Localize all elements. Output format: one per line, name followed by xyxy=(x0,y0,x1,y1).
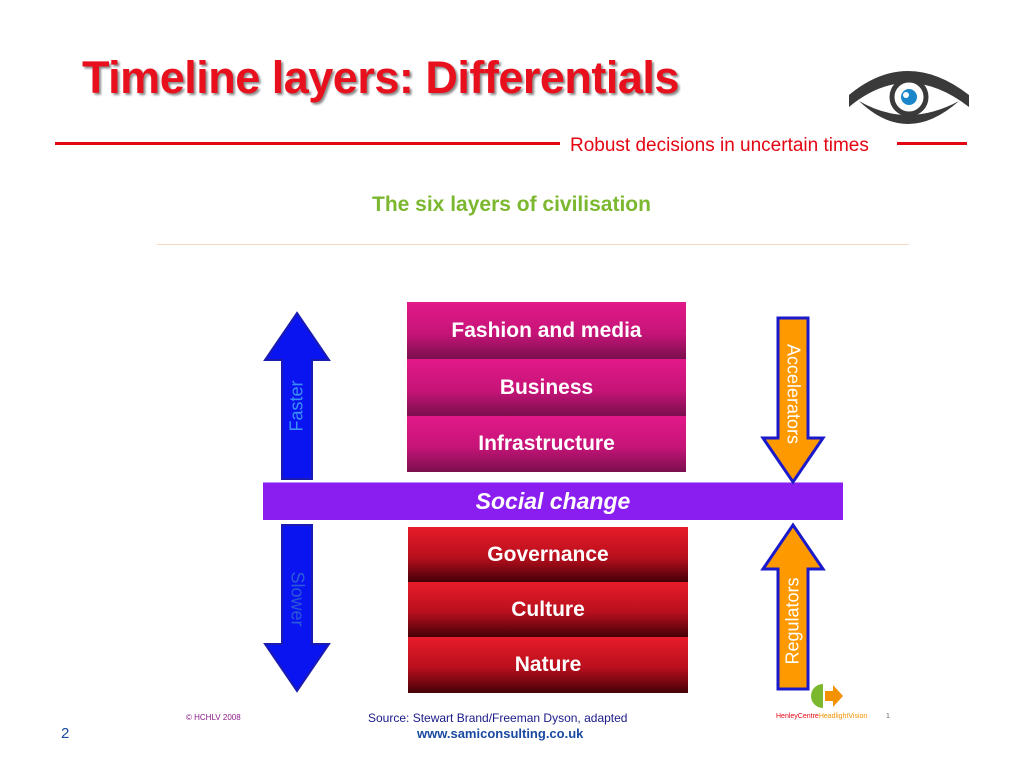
layer-nature: Nature xyxy=(408,637,688,693)
eye-logo-icon xyxy=(849,71,969,124)
layer-governance: Governance xyxy=(408,527,688,582)
layer-social-change: Social change xyxy=(263,482,843,520)
brand-headlight: HeadlightVision xyxy=(818,713,868,720)
regulators-label: Regulators xyxy=(782,577,803,665)
layer-business: Business xyxy=(407,359,686,416)
slower-label: Slower xyxy=(287,571,308,627)
henley-centre-logo-icon xyxy=(811,684,843,708)
header-rule-left xyxy=(55,142,560,145)
layer-culture: Culture xyxy=(408,582,688,637)
brand-henley: HenleyCentre xyxy=(776,713,819,720)
diagram-subtitle: The six layers of civilisation xyxy=(372,193,651,216)
header-rule-right xyxy=(897,142,967,145)
brand-page-number: 1 xyxy=(886,713,890,720)
layer-infrastructure: Infrastructure xyxy=(407,416,686,472)
faster-label: Faster xyxy=(286,380,307,432)
regulators-up-arrow-icon xyxy=(760,522,826,691)
page-number: 2 xyxy=(61,725,70,742)
website-link[interactable]: www.samiconsulting.co.uk xyxy=(417,726,584,741)
tagline: Robust decisions in uncertain times xyxy=(570,135,869,156)
slower-down-arrow-icon xyxy=(263,524,331,693)
faster-up-arrow-icon xyxy=(263,311,331,480)
subtitle-divider xyxy=(157,244,909,245)
slide-title: Timeline layers: Differentials xyxy=(82,52,679,103)
brand-footer: HenleyCentreHeadlightVision xyxy=(776,713,867,720)
accelerators-down-arrow-icon xyxy=(760,316,826,485)
source-note: Source: Stewart Brand/Freeman Dyson, ada… xyxy=(368,711,628,725)
accelerators-label: Accelerators xyxy=(783,343,804,445)
copyright: © HCHLV 2008 xyxy=(186,713,241,722)
layer-fashion-and-media: Fashion and media xyxy=(407,302,686,359)
